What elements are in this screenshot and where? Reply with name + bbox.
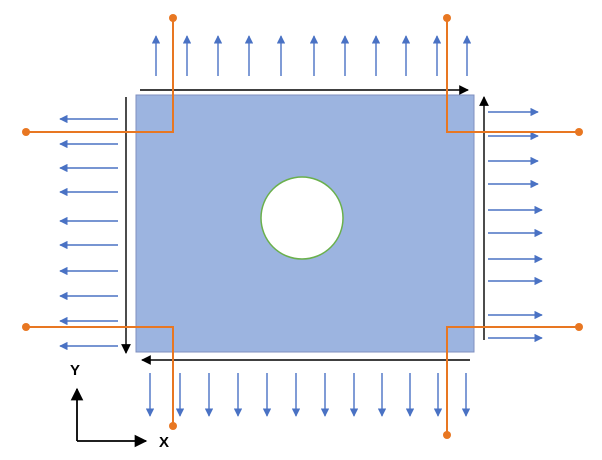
coordinate-axes — [70, 387, 148, 448]
dot — [575, 128, 583, 136]
central-hole — [260, 176, 344, 260]
corner-line-top-right — [446, 18, 579, 133]
dot — [22, 323, 30, 331]
shear-arrows — [121, 85, 489, 365]
y-axis-label: Y — [70, 362, 80, 379]
dot — [169, 422, 177, 430]
corner-line-dots — [22, 14, 583, 439]
bottom-load-arrows — [145, 373, 471, 417]
right-load-arrows — [488, 107, 543, 343]
dot — [169, 14, 177, 22]
left-load-arrows — [59, 114, 118, 351]
dot — [575, 323, 583, 331]
top-load-arrows — [151, 35, 472, 76]
corner-line-bottom-left — [26, 326, 174, 426]
dot — [443, 14, 451, 22]
corner-lines — [26, 18, 579, 435]
corner-line-bottom-right — [446, 326, 579, 435]
dot — [22, 128, 30, 136]
dot — [443, 431, 451, 439]
corner-line-top-left — [26, 18, 174, 133]
x-axis-label: X — [159, 434, 169, 451]
